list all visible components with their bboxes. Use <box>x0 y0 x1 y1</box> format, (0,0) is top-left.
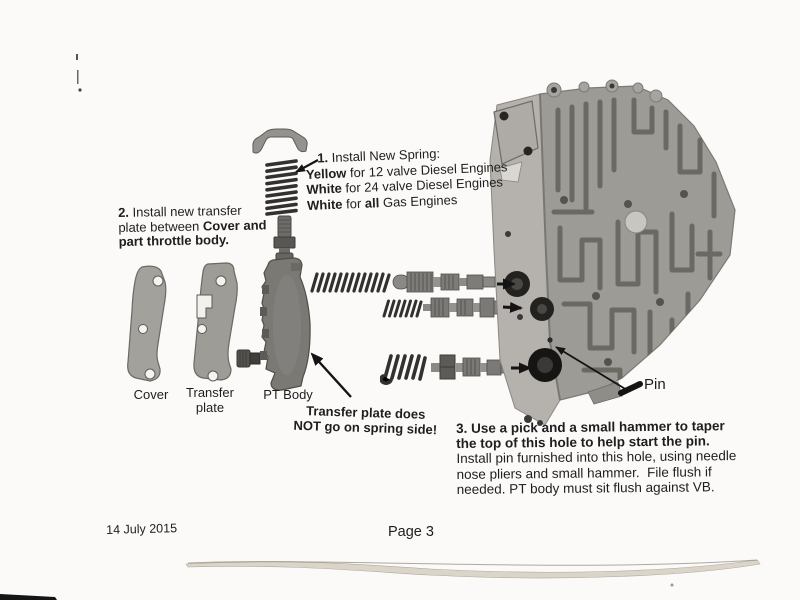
footer-page-number: Page 3 <box>388 524 434 540</box>
valve-body-illustration <box>489 79 736 426</box>
new-spring-illustration <box>265 159 298 216</box>
transfer-plate-label: Transfer plate <box>178 385 242 415</box>
step2-cover-and: Cover and <box>202 217 267 234</box>
step2-part-throttle: part throttle body. <box>118 232 230 250</box>
valve-1-illustration <box>392 271 498 293</box>
pin-label: Pin <box>644 376 666 393</box>
transfer-plate-illustration <box>193 262 238 382</box>
step1-number: 1. <box>316 150 329 166</box>
step2-line3: part throttle body. <box>118 232 267 250</box>
step1-white-gas: White <box>306 196 343 213</box>
spring-retainer-clip-illustration <box>252 128 308 154</box>
cover-plate-illustration <box>127 265 167 382</box>
step2-number: 2. <box>117 204 130 220</box>
step1-line4-mid: for <box>342 195 366 212</box>
spring-1-illustration <box>310 272 391 293</box>
step1-white24: White <box>306 180 343 197</box>
pt-body-illustration <box>260 257 311 391</box>
step2-instructions: 2. Install new transfer plate between Co… <box>118 203 267 249</box>
transfer-plate-label-line2: plate <box>195 400 225 415</box>
cover-label: Cover <box>133 387 169 402</box>
spring-2-illustration <box>382 299 423 318</box>
step3-line5: needed. PT body must sit flush against V… <box>456 479 715 497</box>
pt-body-label: PT Body <box>263 387 313 402</box>
step1-yellow: Yellow <box>305 164 347 182</box>
plunger-knob-illustration <box>236 349 261 368</box>
scan-specks <box>76 54 82 92</box>
step3-instructions: 3. Use a pick and a small hammer to tape… <box>456 418 737 497</box>
transfer-plate-label-line1: Transfer <box>186 385 234 400</box>
transfer-plate-warning: Transfer plate does NOT go on spring sid… <box>285 402 446 437</box>
page-curl-artifact <box>0 559 761 600</box>
scan-edge-black-corner <box>0 594 57 600</box>
step1-line4-text: Gas Engines <box>378 191 458 210</box>
footer-date: 14 July 2015 <box>106 521 178 537</box>
spring-3-illustration <box>380 354 427 385</box>
step1-instructions: 1. Install New Spring: Yellow for 12 val… <box>305 143 509 213</box>
step1-all: all <box>364 194 380 211</box>
pin-hole <box>547 337 553 343</box>
